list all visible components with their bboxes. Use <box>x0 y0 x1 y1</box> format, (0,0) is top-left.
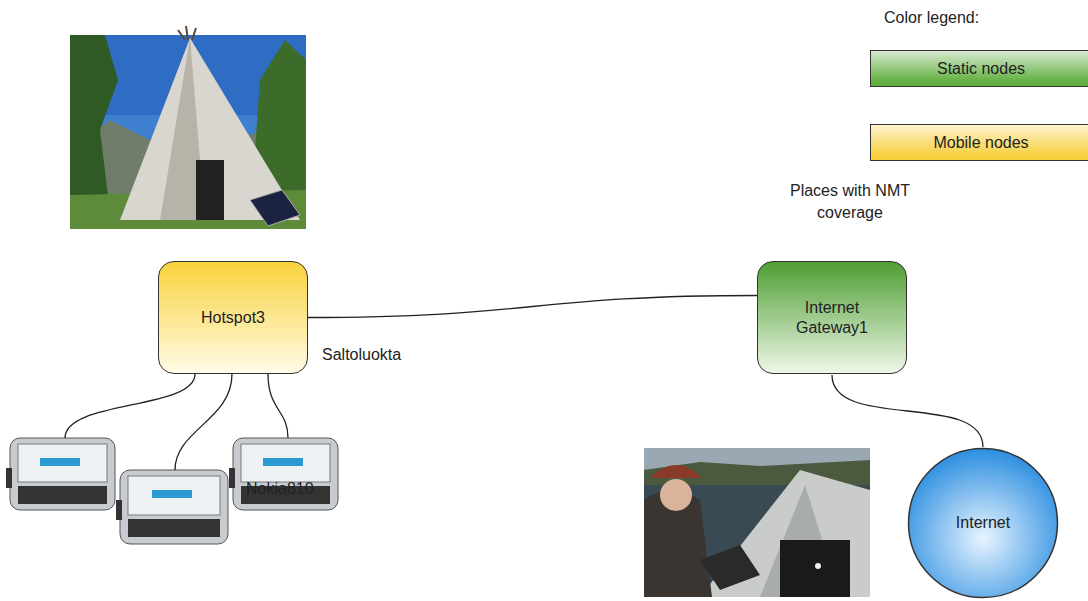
link-line <box>308 296 757 318</box>
teepee-photo <box>70 26 306 229</box>
node-box: Internet Gateway1 <box>757 261 907 374</box>
boat-photo <box>644 448 870 597</box>
nokia-devices <box>6 438 338 544</box>
place-name: Saltoluokta <box>322 345 401 365</box>
region-note: Places with NMT coverage <box>765 180 935 224</box>
text-wrap: Internet Gateway1 <box>782 298 882 338</box>
legend-swatch: Mobile nodes <box>870 124 1088 161</box>
device-name: Nokia810 <box>246 479 314 499</box>
node-label: Hotspot3 <box>201 308 265 328</box>
node-label: Internet <box>956 513 1010 533</box>
device-wires <box>65 374 288 470</box>
text-wrap: Hotspot3 <box>201 308 265 328</box>
legend-text: Mobile nodes <box>933 134 1028 152</box>
cloud-circle: Internet <box>907 447 1059 599</box>
legend-text: Static nodes <box>937 60 1025 78</box>
text-wrap: Internet <box>956 513 1010 533</box>
node-label: Internet Gateway1 <box>782 298 882 338</box>
link-line <box>832 375 983 447</box>
legend-heading: Color legend: <box>884 8 979 28</box>
legend-swatch: Static nodes <box>870 50 1088 87</box>
node-box: Hotspot3 <box>158 261 308 374</box>
